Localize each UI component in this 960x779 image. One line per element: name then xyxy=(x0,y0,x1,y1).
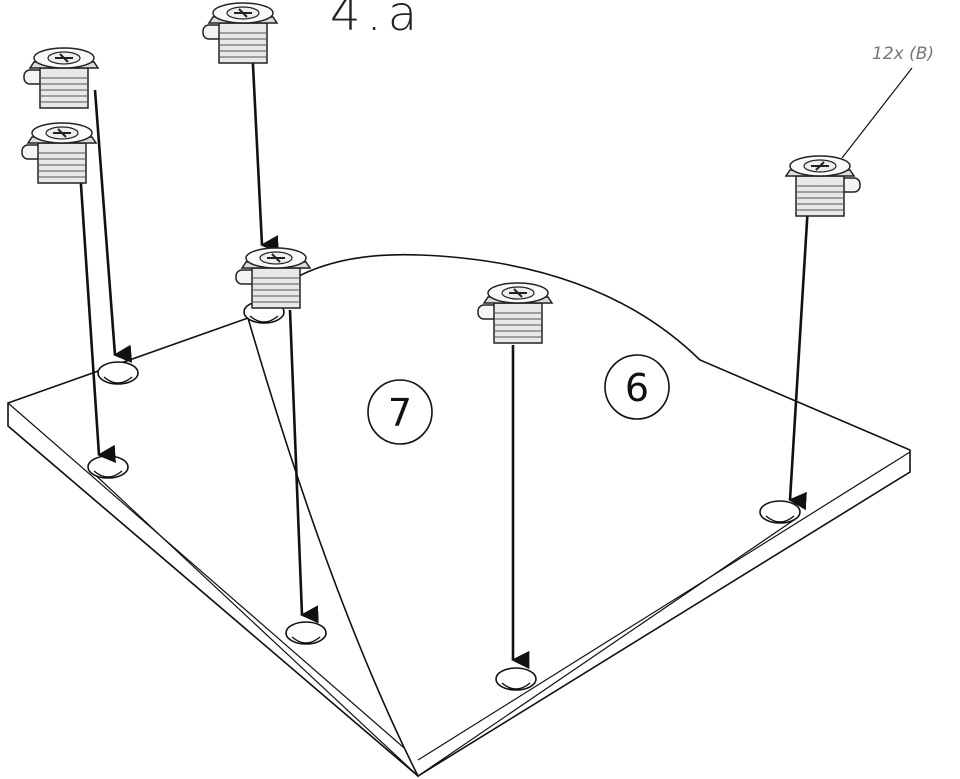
callout-leader xyxy=(841,67,913,159)
hole-2 xyxy=(87,455,129,479)
arrow-3 xyxy=(250,44,279,254)
svg-text:6: 6 xyxy=(625,366,649,410)
part-label-7: 7 xyxy=(367,379,433,445)
step-title: 4.a xyxy=(330,0,424,42)
hole-6 xyxy=(759,500,801,524)
camlock-fitting-3 xyxy=(202,2,278,64)
camlock-fitting-1 xyxy=(23,47,99,109)
svg-text:7: 7 xyxy=(388,391,412,435)
arrow-6 xyxy=(788,204,810,511)
panel-seam-left xyxy=(89,469,419,777)
camlock-fitting-6 xyxy=(785,155,861,217)
hole-4 xyxy=(285,621,327,645)
camlock-fitting-4 xyxy=(235,247,311,309)
hole-5 xyxy=(495,667,537,691)
part-label-6: 6 xyxy=(604,354,670,420)
arrow-4 xyxy=(288,309,319,624)
arrow-2 xyxy=(78,169,116,463)
panel-seam-right xyxy=(417,519,795,777)
camlock-fitting-2 xyxy=(21,122,97,184)
hole-1 xyxy=(97,361,139,385)
quantity-callout-label: 12x (B) xyxy=(872,44,935,64)
arrow-1 xyxy=(93,89,133,363)
